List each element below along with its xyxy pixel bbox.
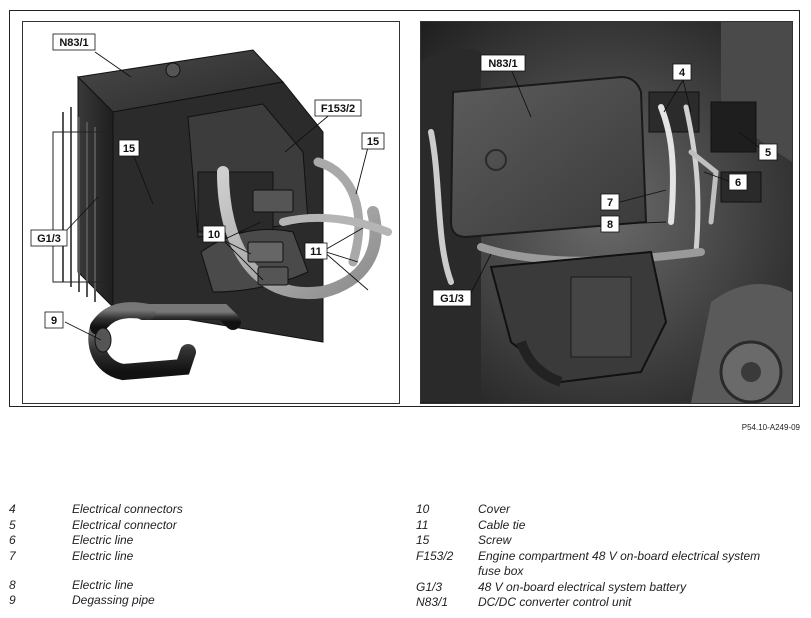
legend-item: 9 Degassing pipe	[9, 593, 389, 609]
component-drawing: N83/1 F153/2 15 15 G1/3 10 11 9	[30, 33, 392, 381]
legend-key: 15	[416, 533, 430, 547]
legend-item: 5 Electrical connector	[9, 518, 389, 534]
legend-item: 10 Cover	[416, 502, 801, 518]
callout-9: 9	[51, 315, 57, 327]
legend-key: 8	[9, 577, 16, 592]
legend-left-column: 4 Electrical connectors 5 Electrical con…	[9, 502, 389, 609]
legend-text: Electric line	[72, 548, 134, 563]
legend-item: 7 Electric line	[9, 549, 389, 578]
callout-15-left: 15	[123, 143, 135, 155]
legend-text: Cover	[478, 502, 511, 516]
legend-text: Electric line	[72, 533, 134, 547]
legend-text: DC/DC converter control unit	[478, 595, 632, 609]
legend-text: Electric line	[72, 577, 134, 592]
legend-item: 6 Electric line	[9, 533, 389, 549]
legend-right-column: 10 Cover 11 Cable tie 15 Screw F153/2 En…	[416, 502, 801, 611]
component-drawing-panel: N83/1 F153/2 15 15 G1/3 10 11 9	[22, 21, 400, 404]
legend-key: G1/3	[416, 579, 443, 594]
legend-key: 7	[9, 548, 16, 563]
legend-text: Degassing pipe	[72, 593, 155, 607]
legend-item: 4 Electrical connectors	[9, 502, 389, 518]
photo-callout-g1-3: G1/3	[440, 293, 464, 305]
legend-item: F153/2 Engine compartment 48 V on-board …	[416, 549, 801, 580]
legend-key: 5	[9, 517, 16, 532]
photo-callout-n83-1: N83/1	[488, 58, 517, 70]
legend-key: 4	[9, 502, 16, 516]
legend-item: 15 Screw	[416, 533, 801, 549]
legend-item: N83/1 DC/DC converter control unit	[416, 595, 801, 611]
photo-callout-5: 5	[765, 147, 771, 159]
legend-text: Electrical connectors	[72, 502, 183, 516]
legend-key: F153/2	[416, 548, 454, 563]
callout-n83-1: N83/1	[59, 37, 88, 49]
callout-f153-2: F153/2	[321, 103, 355, 115]
legend-key: 10	[416, 502, 430, 516]
legend-text: Screw	[478, 533, 512, 547]
figure-reference-code: P54.10-A249-09	[741, 423, 800, 432]
legend-item: G1/3 48 V on-board electrical system bat…	[416, 580, 801, 596]
legend-text: Cable tie	[478, 517, 526, 532]
legend-key: 6	[9, 533, 16, 547]
callout-g1-3: G1/3	[37, 233, 61, 245]
legend-key: 11	[416, 517, 429, 532]
photo-callout-6: 6	[735, 177, 741, 189]
installed-position-photo: N83/1 4 5 6 7 8 G1/3	[421, 22, 792, 403]
illustration-frame: N83/1 F153/2 15 15 G1/3 10 11 9	[9, 10, 800, 407]
legend-text: Engine compartment 48 V on-board electri…	[478, 548, 761, 579]
legend-key: N83/1	[416, 595, 449, 609]
legend-item: 11 Cable tie	[416, 518, 801, 534]
callout-10: 10	[208, 229, 220, 241]
photo-callout-7: 7	[607, 197, 613, 209]
installed-position-photo-panel: N83/1 4 5 6 7 8 G1/3	[420, 21, 793, 404]
callout-11: 11	[310, 246, 322, 258]
legend-text: Electrical connector	[72, 517, 177, 532]
legend-item: 8 Electric line	[9, 578, 389, 594]
legend-text: 48 V on-board electrical system battery	[478, 579, 687, 594]
photo-callout-4: 4	[679, 67, 686, 79]
callout-15-right: 15	[367, 136, 379, 148]
legend-key: 9	[9, 593, 16, 607]
photo-callout-8: 8	[607, 219, 613, 231]
